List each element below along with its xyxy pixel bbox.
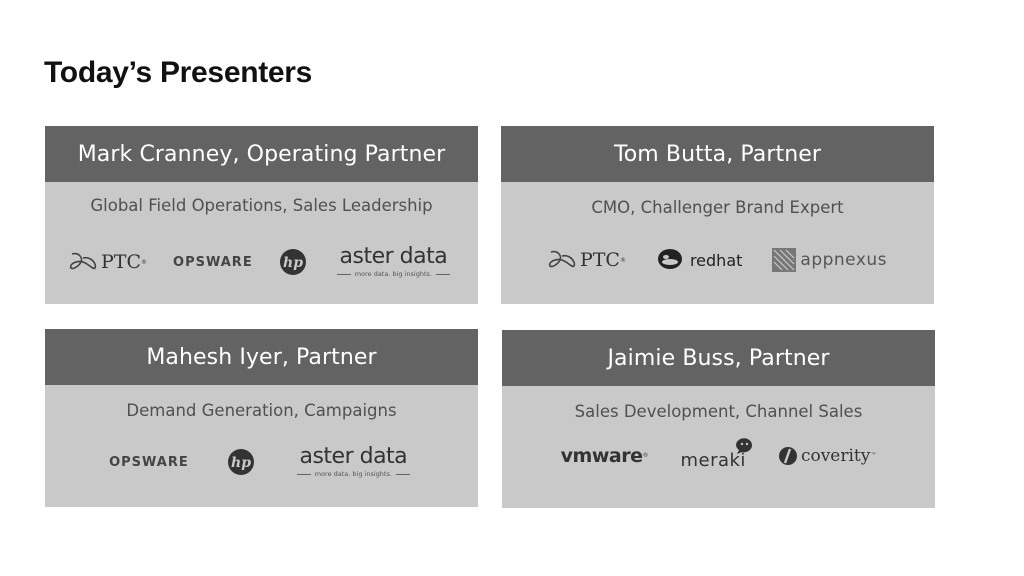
presenter-name: Mahesh Iyer, Partner (45, 329, 478, 385)
opsware-logo-icon: OPSWARE (109, 454, 189, 470)
svg-text:hp: hp (231, 455, 251, 471)
page-title: Today’s Presenters (44, 56, 313, 89)
vmware-logo-icon: vmware® (560, 444, 649, 467)
appnexus-logo-icon: appnexus (772, 248, 887, 272)
hp-logo-icon: hp (227, 448, 255, 476)
company-logos: PTC® OPSWARE hp aster data more data. bi… (45, 246, 478, 278)
meraki-logo-icon: meraki (680, 438, 752, 471)
presenter-name: Tom Butta, Partner (501, 126, 934, 182)
presenter-role: Global Field Operations, Sales Leadershi… (90, 196, 433, 215)
redhat-logo-icon: redhat (656, 248, 742, 272)
presenter-card-jaimie-buss: Jaimie Buss, Partner Sales Development, … (502, 330, 935, 508)
ptc-logo-icon: PTC® (69, 250, 147, 274)
presenter-role: CMO, Challenger Brand Expert (591, 198, 844, 217)
presenter-role: Sales Development, Channel Sales (574, 402, 863, 421)
opsware-logo-icon: OPSWARE (173, 254, 253, 270)
presenter-card-tom-butta: Tom Butta, Partner CMO, Challenger Brand… (501, 126, 934, 304)
presenter-role: Demand Generation, Campaigns (126, 401, 397, 420)
presenter-name: Mark Cranney, Operating Partner (45, 126, 478, 182)
svg-text:hp: hp (283, 255, 303, 271)
ptc-logo-icon: PTC® (548, 248, 626, 272)
presenter-name: Jaimie Buss, Partner (502, 330, 935, 386)
presenter-card-mahesh-iyer: Mahesh Iyer, Partner Demand Generation, … (45, 329, 478, 507)
aster-data-logo-icon: aster data more data. big insights. (333, 246, 454, 278)
presenter-card-mark-cranney: Mark Cranney, Operating Partner Global F… (45, 126, 478, 304)
hp-logo-icon: hp (279, 248, 307, 276)
company-logos: OPSWARE hp aster data more data. big ins… (45, 446, 478, 478)
aster-data-logo-icon: aster data more data. big insights. (293, 446, 414, 478)
company-logos: PTC® redhat appnexus (501, 248, 934, 272)
